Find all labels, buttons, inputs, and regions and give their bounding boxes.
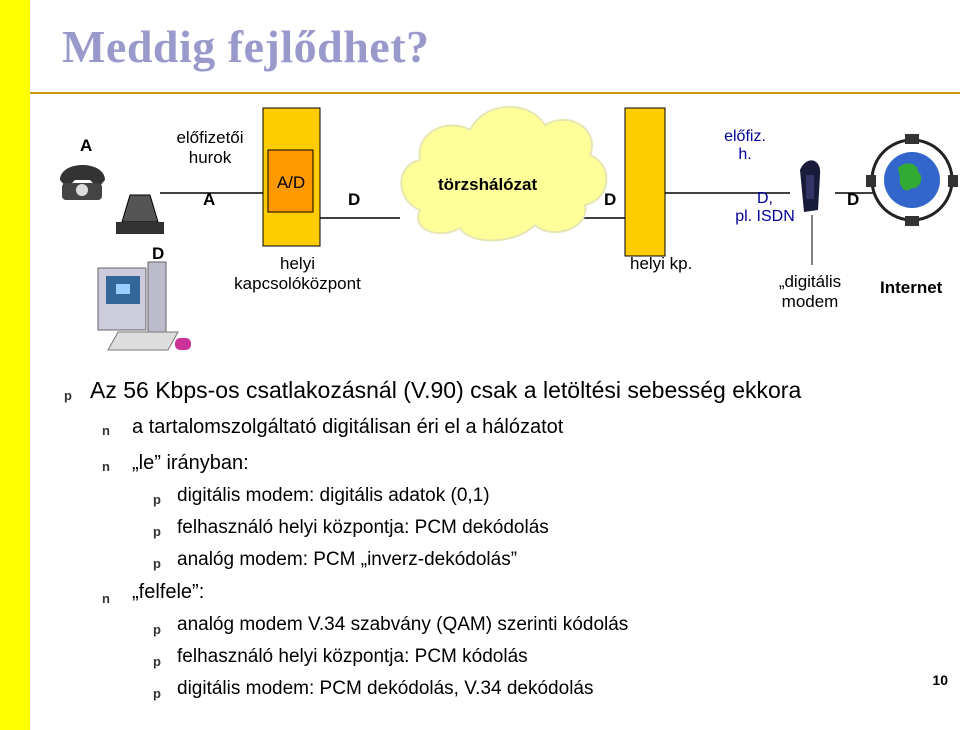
item-bullet-marker: p bbox=[153, 686, 161, 701]
subscriber-loop-label: előfizetői hurok bbox=[176, 128, 244, 167]
computer-icon bbox=[97, 261, 191, 351]
slide-title: Meddig fejlődhet? bbox=[62, 21, 430, 72]
accent-bar bbox=[0, 0, 30, 730]
sub-bullet-marker: n bbox=[102, 459, 110, 474]
sub-bullet-2: „le” irányban: bbox=[132, 452, 249, 474]
sub-bullet-1: a tartalomszolgáltató digitálisan éri el… bbox=[132, 416, 564, 438]
local-exchange-abbr-label: helyi kp. bbox=[630, 254, 693, 273]
ad-converter-label: A/D bbox=[276, 173, 306, 192]
sub-bullet-marker: n bbox=[102, 591, 110, 606]
ad-converter-box bbox=[267, 149, 314, 213]
main-bullet-text: Az 56 Kbps-os csatlakozásnál (V.90) csak… bbox=[90, 377, 802, 403]
main-bullet-marker: p bbox=[64, 388, 72, 403]
label-d-right: D bbox=[604, 190, 617, 209]
telephone-icon bbox=[60, 165, 105, 200]
up-item-1: analóg modem V.34 szabvány (QAM) szerint… bbox=[177, 614, 629, 635]
down-item-2: felhasználó helyi központja: PCM dekódol… bbox=[177, 517, 549, 538]
analog-modem-icon bbox=[116, 194, 164, 234]
backbone-cloud bbox=[400, 105, 608, 242]
digital-modem-label: „digitális modem bbox=[778, 272, 842, 311]
sub-bullet-marker: n bbox=[102, 423, 110, 438]
item-bullet-marker: p bbox=[153, 654, 161, 669]
label-d-modem: D bbox=[847, 190, 860, 209]
subscriber-side-label: előfiz. h. bbox=[724, 128, 766, 163]
item-bullet-marker: p bbox=[153, 622, 161, 637]
up-item-2: felhasználó helyi központja: PCM kódolás bbox=[177, 646, 528, 667]
network-diagram bbox=[60, 105, 958, 351]
backbone-label: törzshálózat bbox=[438, 175, 538, 194]
item-bullet-marker: p bbox=[153, 492, 161, 507]
label-d-bottom: D bbox=[152, 244, 165, 263]
digital-modem-icon bbox=[800, 160, 821, 212]
down-item-3: analóg modem: PCM „inverz-dekódolás” bbox=[177, 549, 518, 570]
remote-exchange-box bbox=[624, 107, 666, 257]
item-bullet-marker: p bbox=[153, 556, 161, 571]
label-a-mid: A bbox=[203, 190, 216, 209]
internet-label: Internet bbox=[880, 278, 943, 297]
isdn-label: D, pl. ISDN bbox=[735, 190, 795, 225]
page-number: 10 bbox=[932, 672, 948, 688]
label-a-top: A bbox=[80, 136, 93, 155]
local-exchange-label: helyi kapcsolóközpont bbox=[234, 254, 361, 293]
globe-icon bbox=[866, 134, 958, 226]
up-item-3: digitális modem: PCM dekódolás, V.34 dek… bbox=[177, 678, 594, 699]
title-divider bbox=[30, 92, 960, 94]
item-bullet-marker: p bbox=[153, 524, 161, 539]
sub-bullet-3: „felfele”: bbox=[132, 581, 205, 603]
label-d-left: D bbox=[348, 190, 361, 209]
down-item-1: digitális modem: digitális adatok (0,1) bbox=[177, 485, 490, 506]
